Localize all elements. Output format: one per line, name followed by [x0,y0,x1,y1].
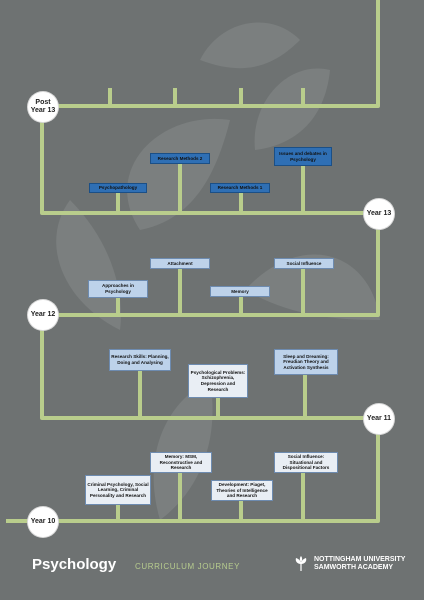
topic-sleep-and-dreaming: Sleep and Dreaming: Freudian Theory and … [274,349,338,375]
node-post-year-13: Post Year 13 [28,92,58,122]
topic-issues-and-debates: Issues and debates in Psychology [274,147,332,166]
leaf-watermark [56,22,380,520]
topic-social-influence: Social Influence [274,258,334,269]
topic-memory: Memory [210,286,270,297]
topic-memory-msm: Memory: MSM, Reconstructive and Research [150,452,212,473]
node-year-12: Year 12 [28,300,58,330]
topic-research-methods-2: Research Methods 2 [150,153,210,164]
track-post13-top [42,0,380,108]
track-year11-to-12 [40,315,378,420]
topic-criminal-psychology: Criminal Psychology, Social Learning, Cr… [85,475,151,505]
track-year12-to-13 [42,213,380,317]
school-logo: NOTTINGHAM UNIVERSITY SAMWORTH ACADEMY [292,556,405,572]
school-name-line2: SAMWORTH ACADEMY [314,564,394,571]
topic-psychological-problems: Psychological Problems: Schizophrenia, D… [188,364,248,398]
topic-research-methods-1: Research Methods 1 [210,183,270,193]
topic-approaches: Approaches in Psychology [88,280,148,298]
school-name: NOTTINGHAM UNIVERSITY SAMWORTH ACADEMY [314,556,405,572]
track-year10-to-11 [6,418,380,523]
node-year-11: Year 11 [364,404,394,434]
topic-research-skills: Research Skills: Planning, Doing and Ana… [109,349,171,371]
page-title: Psychology [32,556,117,573]
track-year13-to-post13 [40,106,378,215]
school-name-line1: NOTTINGHAM UNIVERSITY [314,556,406,563]
tree-logo-icon [295,556,307,571]
page-subtitle: CURRICULUM JOURNEY [135,562,241,571]
timeline-track [6,0,380,523]
topic-social-influence-factors: Social Influence: Situational and Dispos… [274,452,338,473]
topic-development: Development: Piaget, Theories of Intelli… [211,480,273,501]
topic-attachment: Attachment [150,258,210,269]
node-year-13: Year 13 [364,199,394,229]
node-year-10: Year 10 [28,507,58,537]
topic-psychopathology: Psychopathology [89,183,147,193]
